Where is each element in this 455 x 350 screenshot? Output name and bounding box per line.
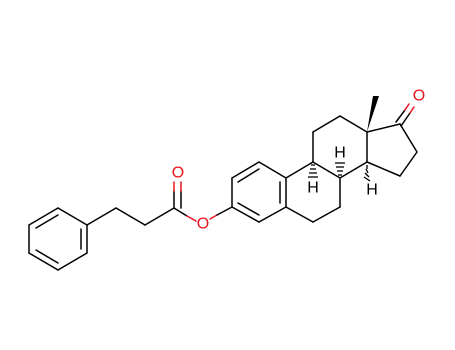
h-c9-label: H [307, 180, 319, 197]
ring-d [366, 103, 418, 177]
h-c9-hash-bond [308, 164, 318, 178]
ring-b [285, 161, 341, 223]
aromatic-ring-a [231, 161, 287, 223]
stereo-bonds [308, 96, 379, 182]
methyl-wedge-bond [367, 96, 379, 132]
ester-oxygen-label: O [197, 216, 209, 233]
ring-c [312, 115, 368, 179]
carbonyl-oxygen-label: O [172, 165, 184, 182]
propanoate-chain [86, 181, 233, 226]
phenyl-ring [28, 207, 88, 271]
h-c8-label: H [334, 145, 346, 162]
h-c14-hash-bond [363, 165, 371, 182]
h-c8-hash-bond [335, 162, 345, 176]
ketone-oxygen-label: O [413, 88, 425, 105]
atom-labels: O O O H H H [172, 88, 425, 233]
h-c14-label: H [366, 182, 378, 199]
